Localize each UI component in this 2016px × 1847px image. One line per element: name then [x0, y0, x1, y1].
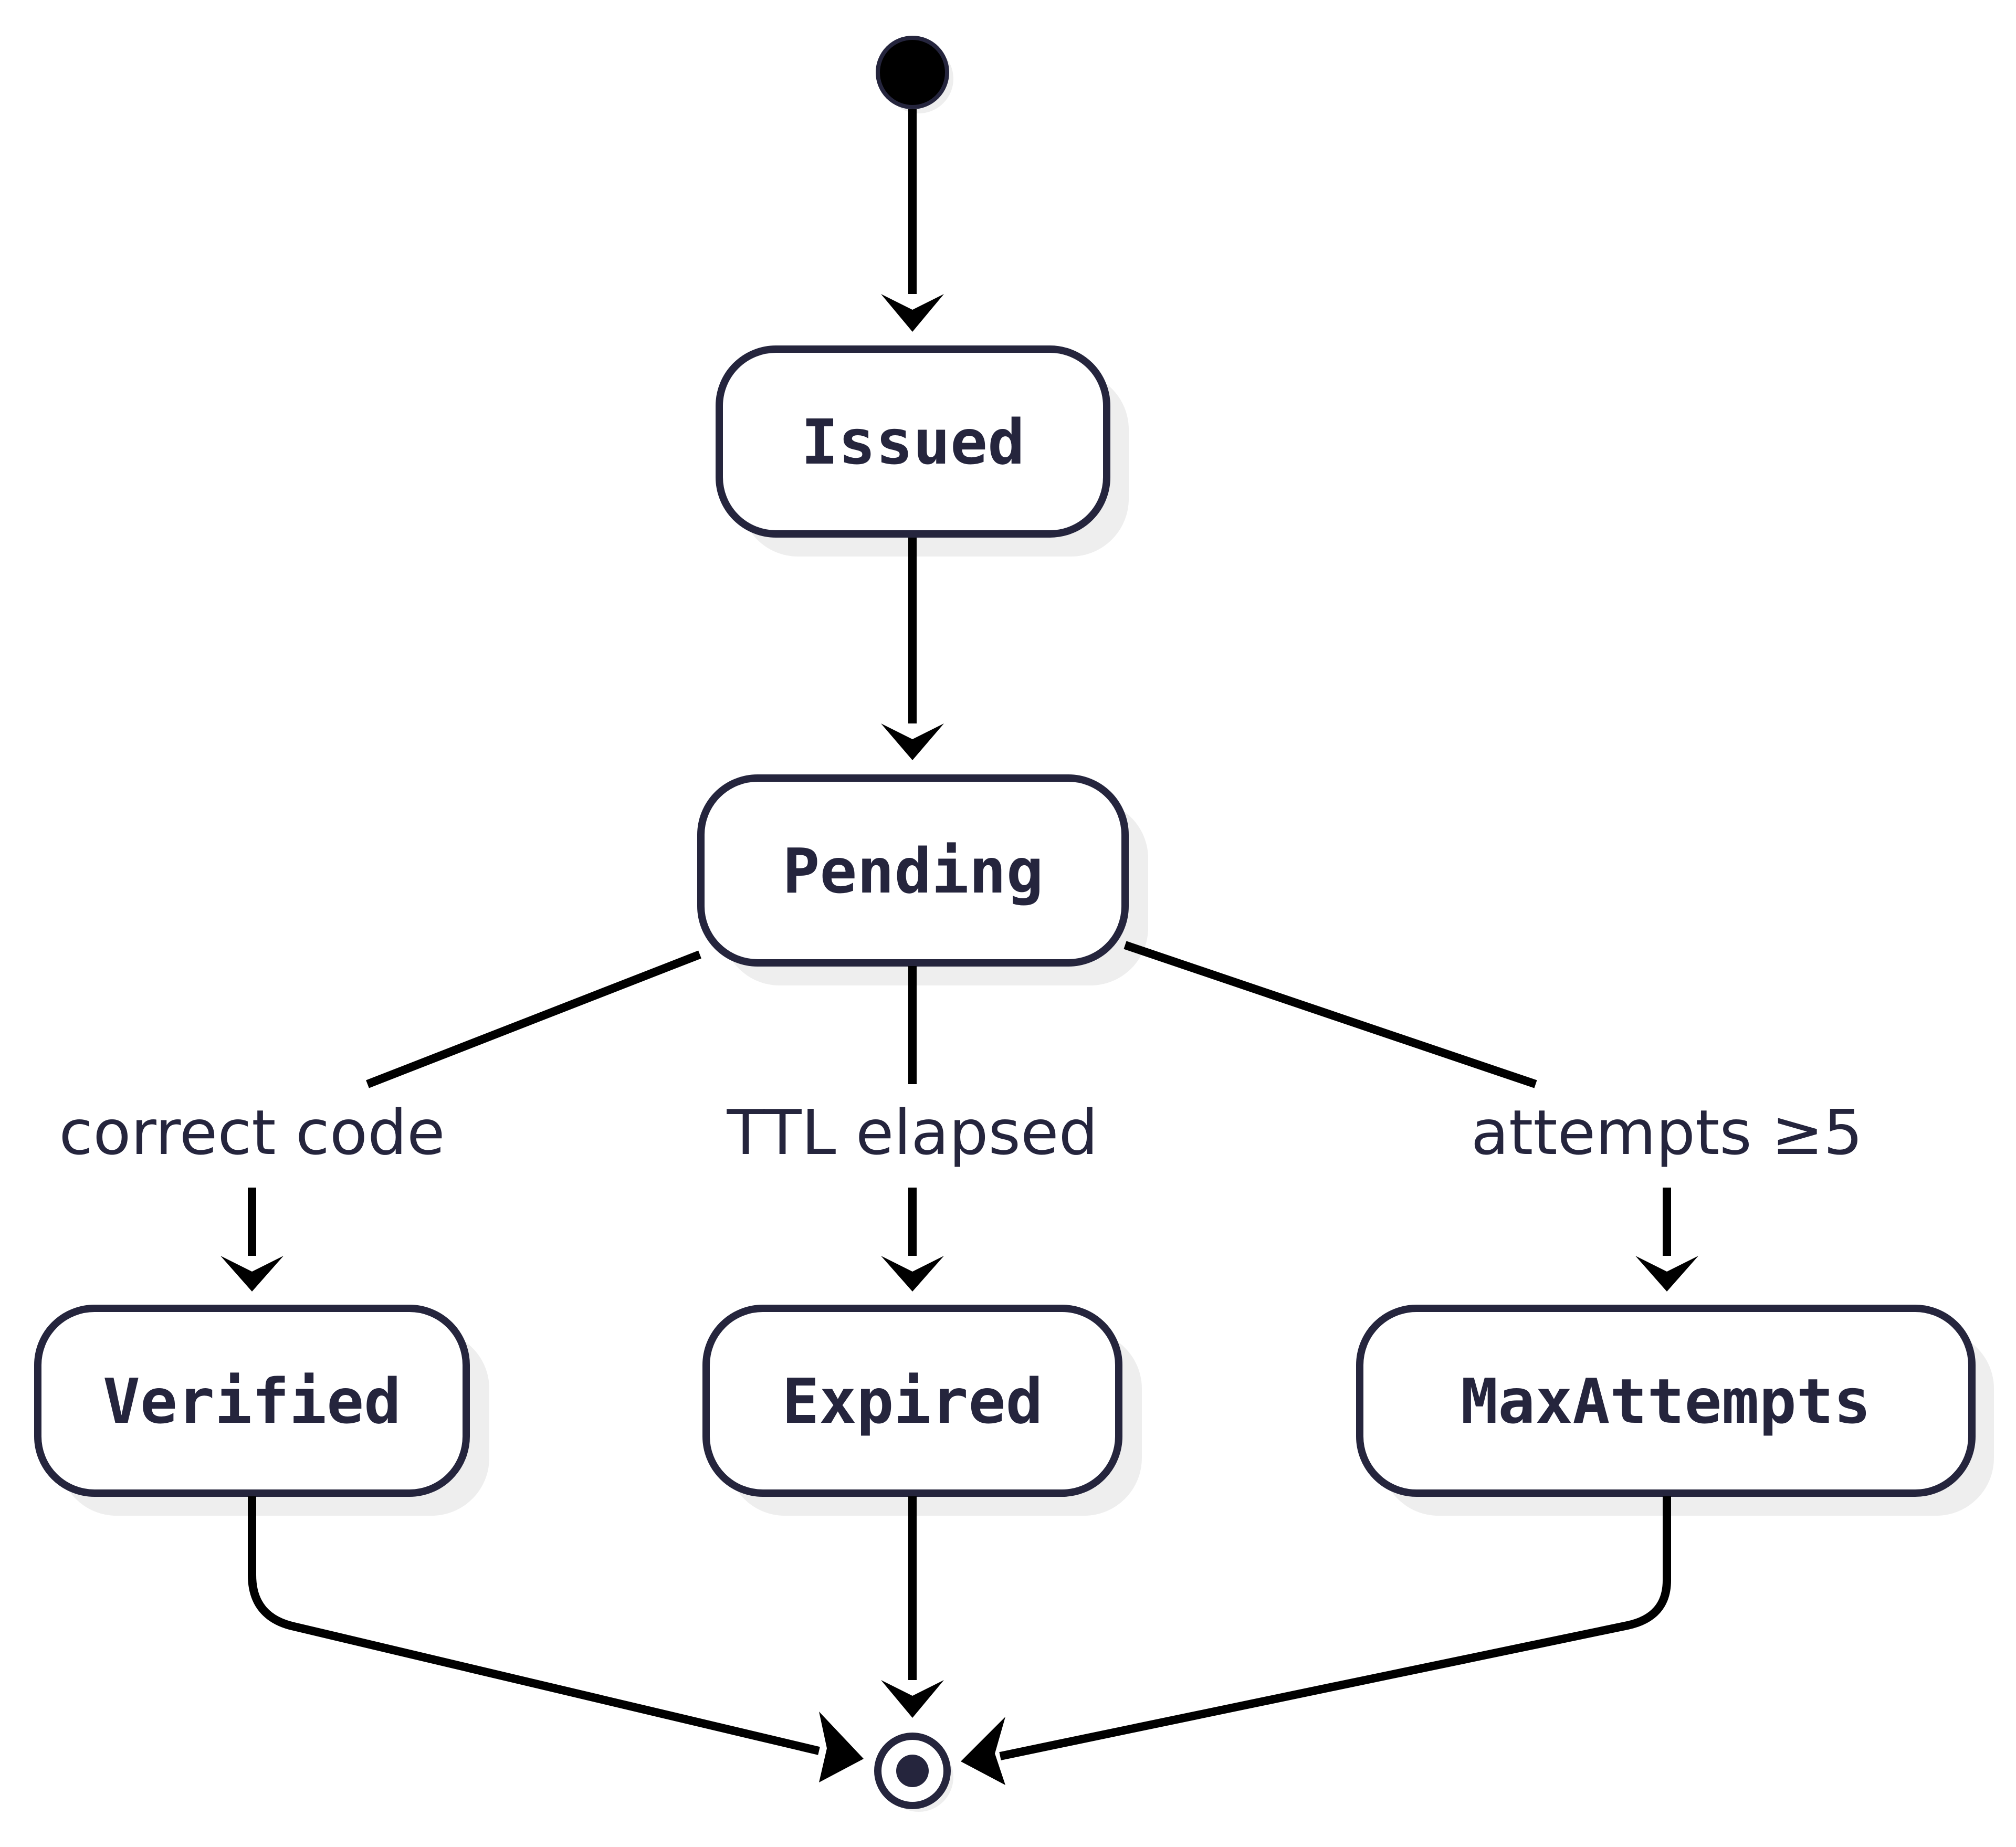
state-expired: Expired	[702, 1305, 1142, 1516]
edge-issued-to-pending	[881, 538, 944, 760]
state-issued: Issued	[716, 345, 1129, 557]
final-state	[874, 1733, 953, 1812]
state-verified-label: Verified	[103, 1365, 401, 1437]
edge-expired-to-final	[881, 1496, 944, 1718]
state-max-attempts: MaxAttempts	[1356, 1305, 1994, 1516]
edge-pending-to-max-attempts: attempts ≥5	[1124, 941, 1863, 1292]
state-max-attempts-label: MaxAttempts	[1461, 1365, 1871, 1437]
edge-pending-to-expired: TTL elapsed	[727, 966, 1098, 1292]
state-pending-label: Pending	[782, 835, 1043, 907]
transition-label-ttl-elapsed: TTL elapsed	[727, 1096, 1098, 1169]
initial-state	[876, 36, 953, 113]
edge-initial-to-issued	[881, 109, 944, 332]
edge-pending-to-verified: correct code	[59, 950, 701, 1292]
edge-verified-to-final	[248, 1496, 864, 1782]
state-expired-label: Expired	[782, 1365, 1043, 1437]
state-issued-label: Issued	[801, 406, 1025, 478]
edge-max-attempts-to-final	[961, 1496, 1671, 1785]
state-pending: Pending	[697, 774, 1148, 985]
transition-label-correct-code: correct code	[59, 1096, 445, 1169]
state-verified: Verified	[34, 1305, 489, 1516]
transition-label-attempts: attempts ≥5	[1471, 1096, 1863, 1169]
